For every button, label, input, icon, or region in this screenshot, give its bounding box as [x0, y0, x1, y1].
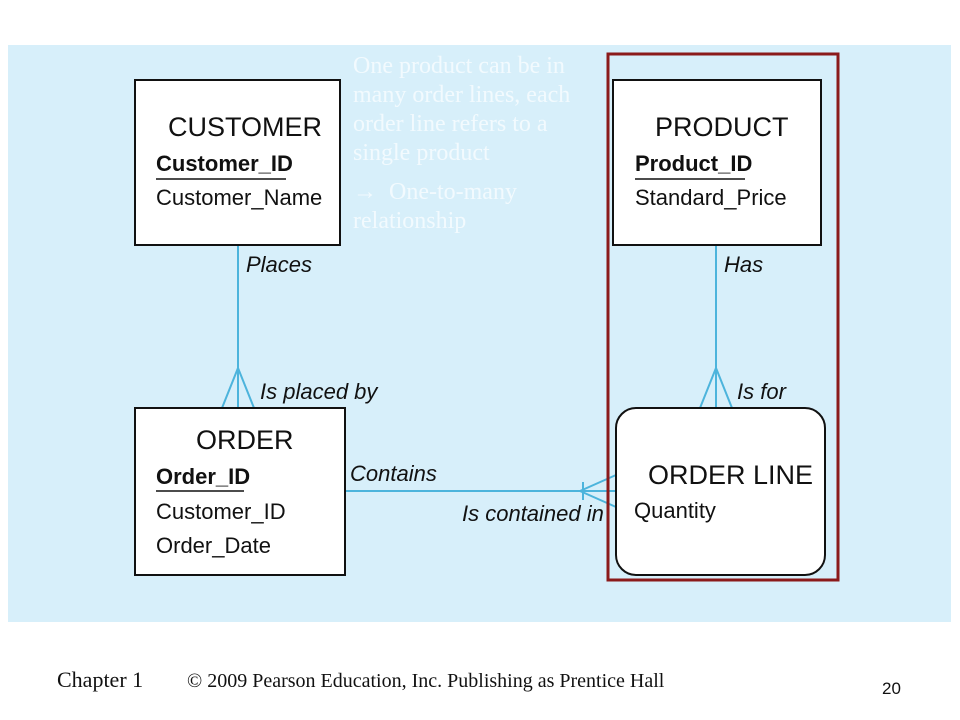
quantity-attr: Quantity — [634, 498, 716, 523]
order-date-attr: Order_Date — [156, 533, 271, 558]
page-number: 20 — [882, 679, 901, 698]
highlight-box — [606, 52, 840, 582]
order-id-key: Order_ID — [156, 464, 250, 489]
connector-product-orderline — [699, 245, 733, 409]
footer-chapter: Chapter 1 — [57, 667, 144, 692]
entity-order: ORDER Order_ID Customer_ID Order_Date — [134, 407, 346, 576]
entity-order-name: ORDER — [196, 425, 294, 455]
callout-conclusion: One-to-many relationship — [353, 179, 517, 234]
entity-customer-name: CUSTOMER — [168, 112, 322, 142]
entity-customer: CUSTOMER Customer_ID Customer_Name — [134, 79, 341, 246]
label-is-contained-in: Is contained in — [462, 501, 604, 526]
label-contains: Contains — [350, 461, 437, 486]
callout-text: One product can be in many order lines, … — [353, 53, 571, 166]
connector-order-orderline — [345, 474, 617, 508]
label-has: Has — [724, 252, 763, 277]
product-id-key: Product_ID — [635, 151, 752, 176]
callout-text-block: One product can be in many order lines, … — [353, 52, 578, 236]
callout-conclusion-line: → One-to-many relationship — [353, 178, 578, 236]
entity-product: PRODUCT Product_ID Standard_Price — [612, 79, 822, 246]
customer-id-key: Customer_ID — [156, 151, 293, 176]
entity-order-line-name: ORDER LINE — [648, 460, 813, 490]
connector-customer-order — [221, 245, 255, 409]
order-customer-id-attr: Customer_ID — [156, 499, 286, 524]
label-places: Places — [246, 252, 312, 277]
customer-name-attr: Customer_Name — [156, 185, 322, 210]
entity-product-name: PRODUCT — [655, 112, 789, 142]
footer-copyright: © 2009 Pearson Education, Inc. Publishin… — [187, 670, 665, 692]
standard-price-attr: Standard_Price — [635, 185, 787, 210]
arrow-right-icon: → — [353, 179, 377, 205]
entity-order-line: ORDER LINE Quantity — [615, 407, 826, 576]
label-is-placed-by: Is placed by — [260, 379, 379, 404]
label-is-for: Is for — [737, 379, 788, 404]
